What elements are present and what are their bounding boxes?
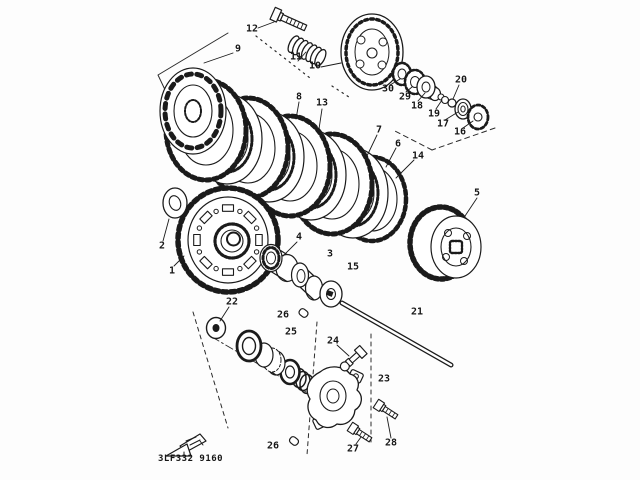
seal-spring-stack-drawing	[235, 329, 315, 395]
spacer-drawing	[290, 262, 324, 301]
diagram-code: 3LF332 9160	[158, 454, 224, 464]
keyed-washer-drawing	[319, 280, 343, 308]
thrust-washer-drawing	[162, 187, 188, 219]
clutch-housing-drawing	[175, 185, 281, 295]
hub-hardware-drawing	[391, 61, 490, 131]
push-rod-drawing	[339, 300, 454, 368]
mount-bolt-drawing	[372, 398, 399, 420]
forward-arrow-icon	[165, 433, 207, 457]
release-washer-drawing	[205, 316, 227, 340]
primary-gear-drawing	[407, 204, 482, 282]
clutch-plate-stack-drawing	[159, 67, 409, 244]
pressure-plate-drawing	[340, 13, 404, 91]
bolt-drawing	[269, 6, 308, 32]
adjuster-screw-drawing	[339, 344, 368, 372]
release-housing-drawing	[306, 366, 364, 430]
dowel-pin-drawing	[288, 308, 309, 446]
leader-lines	[162, 21, 478, 445]
clutch-boss-drawing	[159, 67, 227, 155]
mount-bolt-drawing	[346, 421, 373, 443]
spring-drawing	[287, 35, 327, 67]
